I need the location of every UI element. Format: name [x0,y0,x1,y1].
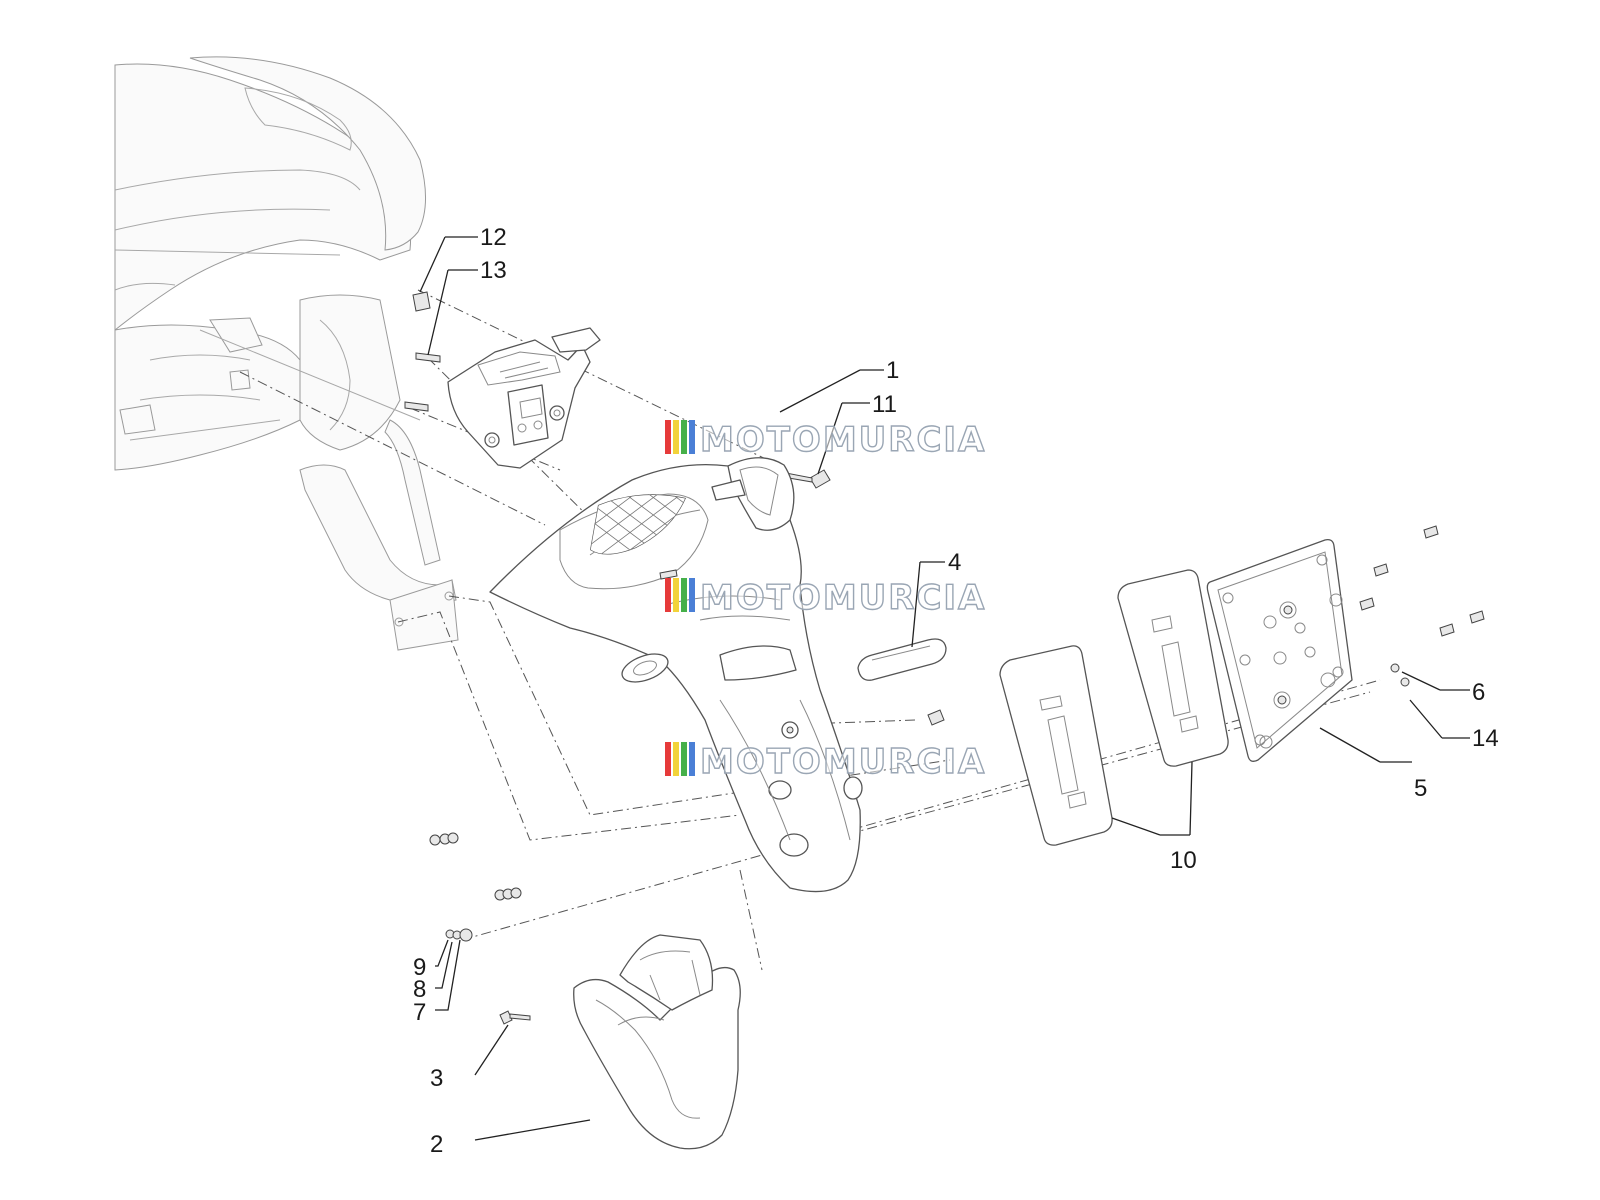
plate-holder-5 [1206,538,1353,762]
clip-nut-12 [412,291,431,312]
reflector-4 [857,638,947,681]
watermark-stripe-yellow [673,578,679,612]
washers-7-8-9 [429,832,522,942]
pad-10-rear [1117,569,1229,767]
watermark-text: MOTOMURCIA [700,420,986,460]
vent-grille [590,494,686,555]
screw-13 [404,352,441,412]
screw-fender [659,569,945,726]
watermark-bottom: MOTOMURCIA [665,741,986,783]
callout-5: 5 [1414,775,1427,802]
rear-mudguard [489,457,863,893]
watermark-stripe-green [681,420,687,454]
watermark-text: MOTOMURCIA [700,742,986,782]
callout-7: 7 [413,999,426,1026]
watermark-stripe-yellow [673,742,679,776]
scooter-rear-frame [114,56,459,651]
callout-4: 4 [948,549,961,576]
leader-lines [419,236,1470,1141]
plate-screws [1359,525,1485,687]
watermark-stripe-blue [689,578,695,612]
callout-10: 10 [1170,847,1197,874]
callout-1: 1 [886,357,899,384]
pad-10-front [999,645,1113,846]
callout-3: 3 [430,1065,443,1092]
callout-6: 6 [1472,679,1485,706]
screw-3 [499,1010,531,1025]
watermark-stripe-blue [689,420,695,454]
watermark-top: MOTOMURCIA [665,419,986,461]
watermark-stripe-green [681,578,687,612]
callout-13: 13 [480,257,507,284]
watermark-stripe-green [681,742,687,776]
light-bracket-1 [447,327,601,469]
callout-2: 2 [430,1131,443,1158]
watermark-stripe-red [665,742,671,776]
callout-14: 14 [1472,725,1499,752]
watermark-stripe-red [665,420,671,454]
callout-labels: 1 2 3 4 5 6 7 8 9 10 11 12 13 14 [413,224,1499,1158]
callout-11: 11 [872,391,897,418]
watermark-stripe-red [665,578,671,612]
watermark-text: MOTOMURCIA [700,578,986,618]
lower-mudguard-2 [573,934,741,1150]
callout-8: 8 [413,976,426,1003]
watermark-middle: MOTOMURCIA [665,577,986,619]
watermark-stripe-blue [689,742,695,776]
callout-9: 9 [413,954,426,981]
callout-12: 12 [480,224,507,251]
watermark-stripe-yellow [673,420,679,454]
